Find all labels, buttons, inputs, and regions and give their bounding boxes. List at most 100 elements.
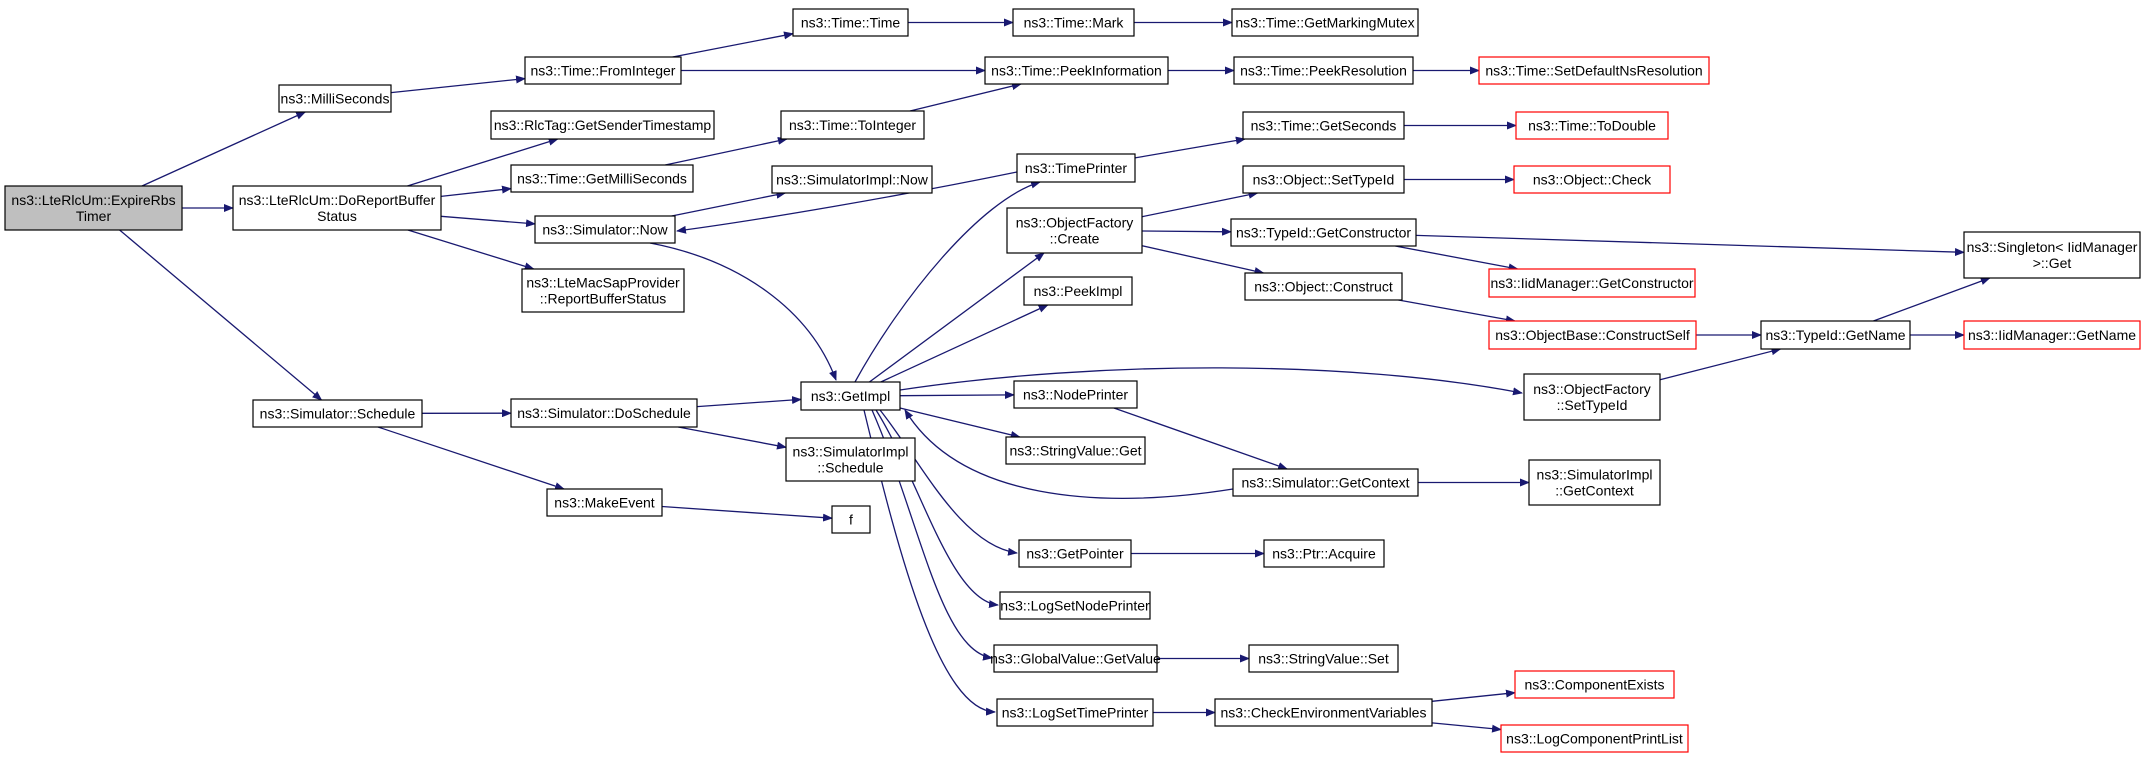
node-label: ns3::ComponentExists [1524, 677, 1664, 693]
node-box [1013, 380, 1138, 409]
node-box [278, 84, 392, 113]
node-ofcreate[interactable]: ns3::ObjectFactory::Create [1006, 207, 1143, 254]
node-box [831, 505, 871, 534]
node-label: ns3::Time::PeekResolution [1240, 63, 1407, 79]
node-box [1005, 436, 1146, 465]
node-markmutex[interactable]: ns3::Time::GetMarkingMutex [1231, 8, 1419, 37]
node-box [993, 644, 1158, 673]
node-label: ns3::Time::Time [801, 15, 901, 31]
node-box [1023, 276, 1133, 306]
node-nodeprinter[interactable]: ns3::NodePrinter [1013, 380, 1138, 409]
node-objcheck[interactable]: ns3::Object::Check [1513, 165, 1671, 194]
node-ms[interactable]: ns3::MilliSeconds [278, 84, 392, 113]
node-label: ns3::Time::SetDefaultNsResolution [1485, 63, 1702, 79]
node-singleton[interactable]: ns3::Singleton< IidManager>::Get [1963, 231, 2141, 279]
node-ofsettypeid[interactable]: ns3::ObjectFactory::SetTypeId [1523, 373, 1661, 421]
node-label: Timer [76, 208, 112, 224]
edge-getimpl-to-nodeprinter [899, 390, 1015, 399]
node-logsetnode[interactable]: ns3::LogSetNodePrinter [999, 591, 1151, 620]
node-iidgetctor[interactable]: ns3::IidManager::GetConstructor [1488, 268, 1696, 298]
node-label: ns3::Time::FromInteger [531, 63, 676, 79]
node-box [1232, 468, 1419, 497]
node-macsap[interactable]: ns3::LteMacSapProvider::ReportBufferStat… [521, 268, 685, 313]
node-getpointer[interactable]: ns3::GetPointer [1018, 539, 1132, 568]
node-label: Status [317, 208, 357, 224]
node-timetime[interactable]: ns3::Time::Time [792, 8, 909, 37]
node-box [1488, 268, 1696, 298]
node-checkenv[interactable]: ns3::CheckEnvironmentVariables [1214, 698, 1433, 727]
node-simnow[interactable]: ns3::Simulator::Now [534, 215, 676, 244]
node-tidgetname[interactable]: ns3::TypeId::GetName [1760, 320, 1911, 350]
edge-getimpl-to-getpointer [879, 409, 1018, 556]
node-getctor[interactable]: ns3::TypeId::GetConstructor [1230, 218, 1417, 247]
node-label: ns3::StringValue::Get [1009, 443, 1141, 459]
node-timeprinter[interactable]: ns3::TimePrinter [1016, 153, 1136, 183]
node-box [4, 185, 183, 231]
node-label: ::GetContext [1555, 483, 1634, 499]
edge-getimpl-to-timeprinter [854, 180, 1041, 383]
node-ptracquire[interactable]: ns3::Ptr::Acquire [1263, 539, 1385, 568]
node-todouble[interactable]: ns3::Time::ToDouble [1515, 111, 1669, 140]
node-objconstruct[interactable]: ns3::Object::Construct [1244, 272, 1403, 301]
node-peekimpl[interactable]: ns3::PeekImpl [1023, 276, 1133, 306]
edge-dorbs-to-macsap [407, 229, 535, 271]
node-box [792, 8, 909, 37]
node-setdefres[interactable]: ns3::Time::SetDefaultNsResolution [1478, 56, 1710, 85]
node-label: ns3::GetPointer [1026, 546, 1124, 562]
node-gvgetvalue[interactable]: ns3::GlobalValue::GetValue [990, 644, 1161, 673]
node-label: ns3::Object::Construct [1254, 279, 1393, 295]
node-box [1248, 644, 1399, 673]
node-simgetctx[interactable]: ns3::Simulator::GetContext [1232, 468, 1419, 497]
node-iidgetname[interactable]: ns3::IidManager::GetName [1963, 320, 2141, 350]
node-label: ns3::Simulator::Schedule [260, 406, 416, 422]
node-getimpl[interactable]: ns3::GetImpl [800, 381, 901, 411]
node-label: ns3::SimulatorImpl::Now [776, 172, 929, 188]
node-label: ns3::Time::PeekInformation [991, 63, 1162, 79]
edge-getimpl-to-ofsettypeid [899, 367, 1523, 396]
node-getseconds[interactable]: ns3::Time::GetSeconds [1242, 111, 1405, 140]
node-rlctag[interactable]: ns3::RlcTag::GetSenderTimestamp [490, 110, 715, 140]
node-peekinfo[interactable]: ns3::Time::PeekInformation [984, 56, 1169, 85]
node-label: ns3::Singleton< IidManager [1967, 239, 2138, 255]
node-simimplgetctx[interactable]: ns3::SimulatorImpl::GetContext [1528, 459, 1661, 506]
node-box [1244, 272, 1403, 301]
edge-fromint-to-timetime [672, 31, 794, 58]
edge-root-to-sched [119, 229, 323, 401]
node-label: ns3::MilliSeconds [281, 91, 390, 107]
node-label: ns3::Time::GetSeconds [1251, 118, 1397, 134]
node-label: ns3::LteRlcUm::DoReportBuffer [239, 192, 436, 208]
node-label: ns3::MakeEvent [554, 495, 654, 511]
node-toint[interactable]: ns3::Time::ToInteger [780, 110, 925, 140]
node-strvalset[interactable]: ns3::StringValue::Set [1248, 644, 1399, 673]
node-logsettime[interactable]: ns3::LogSetTimePrinter [996, 698, 1154, 727]
node-compexists[interactable]: ns3::ComponentExists [1514, 670, 1675, 699]
node-label: ns3::IidManager::GetConstructor [1490, 275, 1693, 291]
node-simimplnow[interactable]: ns3::SimulatorImpl::Now [771, 165, 933, 194]
edge-simnow-to-getimpl [649, 242, 837, 381]
node-label: ns3::Object::SetTypeId [1253, 172, 1395, 188]
node-peekres[interactable]: ns3::Time::PeekResolution [1233, 56, 1414, 85]
node-simimplsched[interactable]: ns3::SimulatorImpl::Schedule [785, 437, 916, 482]
node-settypeid[interactable]: ns3::Object::SetTypeId [1242, 165, 1405, 194]
node-label: ::SetTypeId [1557, 397, 1628, 413]
node-sched[interactable]: ns3::Simulator::Schedule [252, 399, 423, 428]
edge-ofsettypeid-to-tidgetname [1659, 347, 1782, 381]
node-dosched[interactable]: ns3::Simulator::DoSchedule [510, 398, 698, 428]
node-logcomplist[interactable]: ns3::LogComponentPrintList [1500, 724, 1689, 753]
edge-ofcreate-to-objconstruct [1141, 245, 1265, 275]
node-strvalget[interactable]: ns3::StringValue::Get [1005, 436, 1146, 465]
node-label: ns3::Time::ToInteger [789, 117, 916, 133]
node-getms[interactable]: ns3::Time::GetMilliSeconds [510, 164, 694, 193]
node-box [800, 381, 901, 411]
node-box [1478, 56, 1710, 85]
node-makeevent[interactable]: ns3::MakeEvent [546, 488, 663, 517]
node-constructself[interactable]: ns3::ObjectBase::ConstructSelf [1488, 320, 1697, 350]
edge-dorbs-to-rlctag [407, 137, 559, 187]
edge-tidgetname-to-singleton [1873, 277, 1991, 322]
node-fromint[interactable]: ns3::Time::FromInteger [524, 56, 682, 85]
node-mark[interactable]: ns3::Time::Mark [1012, 8, 1135, 37]
node-label: ns3::LteRlcUm::ExpireRbs [11, 192, 175, 208]
node-f[interactable]: f [831, 505, 871, 534]
